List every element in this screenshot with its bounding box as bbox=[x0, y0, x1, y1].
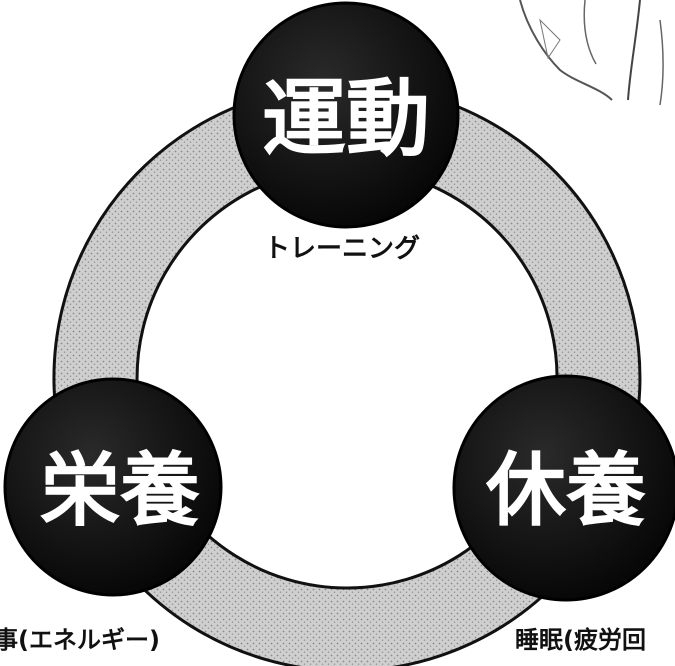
node-undo: 運動 bbox=[232, 1, 460, 229]
node-eiyou-subtitle: 事(エネルギー) bbox=[0, 626, 160, 654]
node-eiyou-circle bbox=[3, 377, 223, 597]
node-undo-circle bbox=[232, 1, 460, 229]
character-sketch-illustration bbox=[519, 0, 664, 106]
node-undo-title: 運動 bbox=[262, 70, 430, 168]
node-undo-subtitle: トレーニング bbox=[264, 234, 421, 264]
cycle-ring bbox=[52, 83, 642, 666]
node-eiyou: 栄養 bbox=[3, 377, 223, 597]
node-eiyou-title: 栄養 bbox=[40, 444, 200, 537]
node-kyuyou-circle bbox=[452, 374, 675, 602]
node-kyuyou-subtitle: 睡眠(疲労回 bbox=[515, 626, 646, 654]
node-kyuyou: 休養 bbox=[452, 374, 675, 602]
node-kyuyou-title: 休養 bbox=[485, 444, 646, 537]
